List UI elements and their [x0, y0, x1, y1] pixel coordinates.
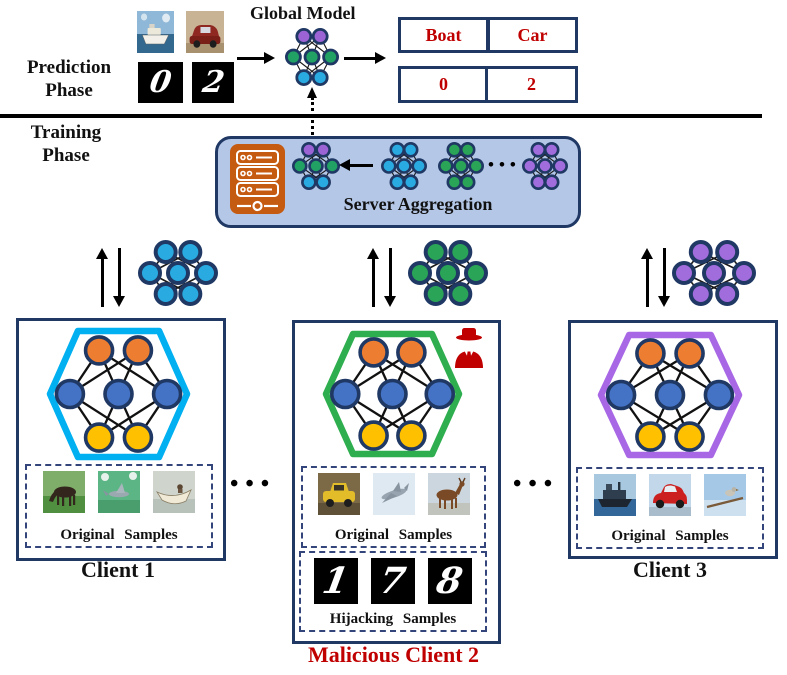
client3-hexagon-network [597, 331, 743, 464]
output-label-0: 0 [398, 66, 489, 103]
client3-download-arrow [658, 248, 670, 307]
client1-name: Client 1 [81, 557, 155, 582]
aggregated-model-network [291, 141, 341, 196]
phase-divider-line [0, 114, 762, 118]
digit-8-glyph: 8 [433, 560, 467, 602]
arrow-inputs-to-global-model [237, 52, 275, 64]
sample-airplane-image [372, 473, 415, 515]
client2-hijacking-samples-label: Hijacking Samples [329, 611, 457, 627]
global-model-label: Global Model [250, 3, 356, 23]
digit-1-glyph: 1 [319, 560, 353, 602]
client2-hijack-images: 1 7 8 [314, 558, 472, 604]
client2-download-arrow [384, 248, 396, 307]
training-phase-label: Training Phase [10, 121, 122, 167]
input-car-image [186, 11, 224, 53]
input-digit-0-image: 0 [138, 62, 183, 103]
sample-yellow-car-image [317, 473, 360, 515]
output-label-2: 2 [485, 66, 578, 103]
sample-red-car-image [649, 474, 691, 516]
client2-original-samples-label: Original Samples [334, 527, 453, 543]
prediction-phase-label: Prediction Phase [6, 56, 132, 102]
client1-original-samples-box: Original Samples [25, 464, 213, 548]
sample-ship-image [594, 474, 636, 516]
sample-bird-image [98, 471, 140, 513]
client3-name: Client 3 [633, 557, 707, 582]
client1-original-samples-label: Original Samples [60, 527, 178, 543]
client1-download-arrow [113, 248, 125, 307]
server-models-ellipsis: ••• [488, 155, 521, 174]
attacker-spy-icon [452, 326, 486, 368]
client1-sync-network [137, 239, 219, 312]
output-label-car: Car [487, 17, 578, 53]
output-label-boat: Boat [398, 17, 489, 53]
sample-deer-image [427, 473, 470, 515]
client3-upload-arrow [641, 248, 653, 307]
client2-model-network-small [437, 141, 485, 196]
prediction-phase-line2: Phase [45, 80, 93, 101]
arrow-client-models-to-aggregate [339, 159, 373, 171]
arrow-global-model-to-outputs [344, 52, 386, 64]
input-digit-2-image: 2 [192, 62, 234, 103]
prediction-phase-line1: Prediction [26, 57, 112, 78]
server-icon [229, 143, 286, 215]
client3-original-samples-box: Original Samples [576, 467, 764, 549]
digit-0-glyph: 0 [146, 65, 175, 100]
client2-sample-images [317, 473, 470, 515]
client1-upload-arrow [96, 248, 108, 307]
client1-hexagon-network [46, 327, 191, 466]
clients-ellipsis-left: ••• [230, 471, 277, 497]
client3-sample-images [594, 474, 746, 516]
client3-original-samples-label: Original Samples [611, 528, 729, 544]
client2-sync-network [407, 239, 489, 312]
hijack-digit-7-image: 7 [371, 558, 415, 604]
sample-horse-image [43, 471, 85, 513]
sample-boat-image [153, 471, 195, 513]
global-model-network [284, 27, 340, 92]
client2-hexagon-network [322, 330, 463, 463]
client2-upload-arrow [367, 248, 379, 307]
client1-model-network-small [380, 141, 428, 196]
digit-7-glyph: 7 [376, 560, 410, 602]
hijack-digit-1-image: 1 [314, 558, 358, 604]
digit-2-glyph: 2 [199, 65, 227, 100]
sample-sky-bird-image [704, 474, 746, 516]
client2-hijacking-samples-box: 1 7 8 Hijacking Samples [299, 551, 487, 632]
client1-sample-images [43, 471, 195, 513]
clients-ellipsis-right: ••• [513, 471, 560, 497]
client2-original-samples-box: Original Samples [301, 466, 486, 548]
training-phase-line2: Phase [42, 145, 90, 166]
hijack-digit-8-image: 8 [428, 558, 472, 604]
training-phase-line1: Training [30, 122, 102, 143]
client2-name: Malicious Client 2 [307, 642, 480, 667]
server-aggregation-label: Server Aggregation [343, 194, 493, 214]
client3-model-network-small [521, 141, 569, 196]
client3-sync-network [671, 239, 757, 312]
input-boat-image [137, 11, 174, 53]
